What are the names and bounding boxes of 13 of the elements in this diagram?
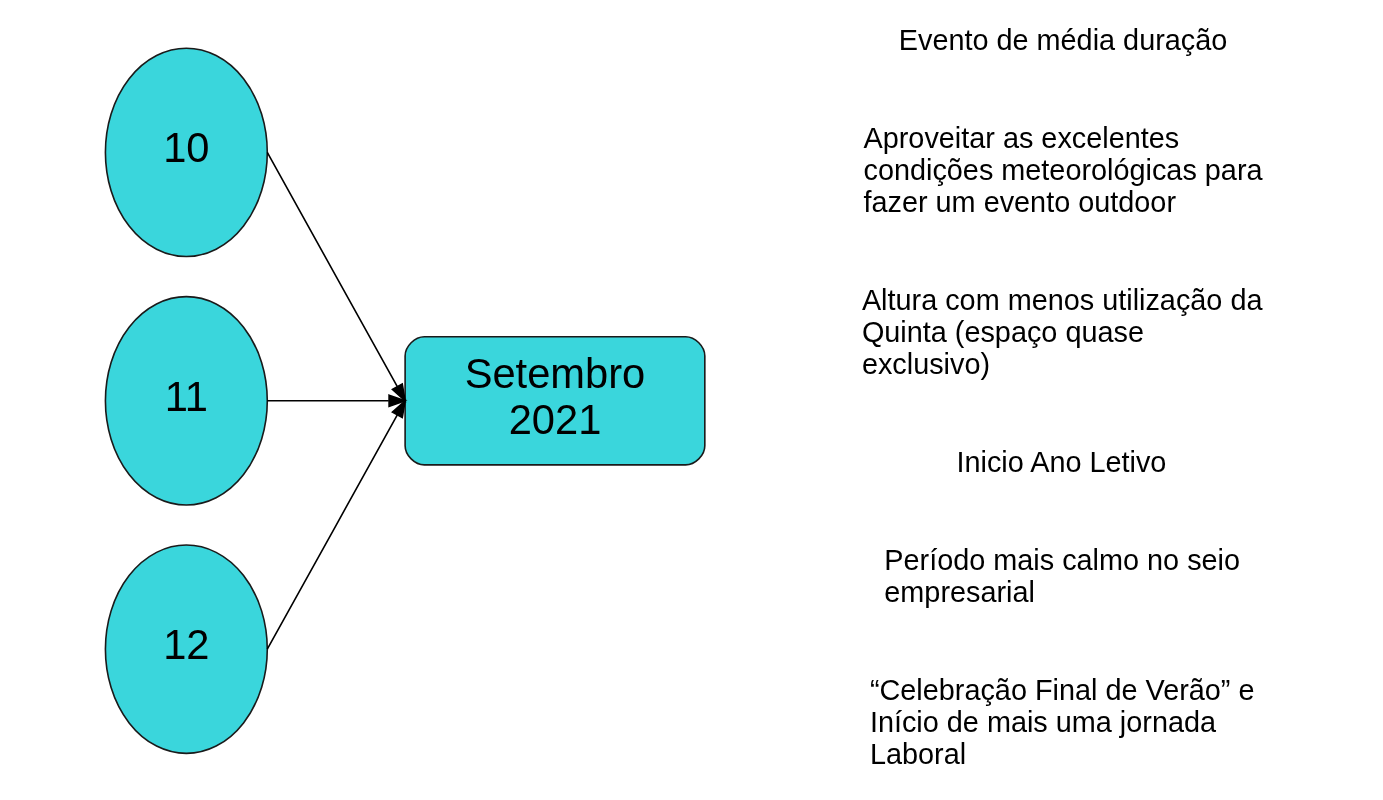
- arrow: [265, 394, 408, 408]
- node-ellipse: 11: [104, 295, 268, 506]
- arrow: [265, 151, 406, 403]
- label: “Celebração Final de Verão” e Início de mais uma jornada Laboral: [869, 673, 1254, 770]
- label: Aproveitar as excelentes condições meteorológicas para fazer um evento outdoor: [862, 122, 1263, 219]
- node-ellipse: 12: [104, 544, 268, 755]
- label: Altura com menos utilização da Quinta (espaço quase exclusivo): [861, 284, 1262, 381]
- node-box: Setembro 2021: [403, 335, 706, 466]
- label: Inicio Ano Letivo: [955, 445, 1166, 478]
- label: Evento de média duração: [898, 24, 1227, 57]
- node-ellipse: 10: [104, 47, 268, 258]
- arrow: [265, 398, 406, 650]
- label: Período mais calmo no seio empresarial: [883, 543, 1240, 608]
